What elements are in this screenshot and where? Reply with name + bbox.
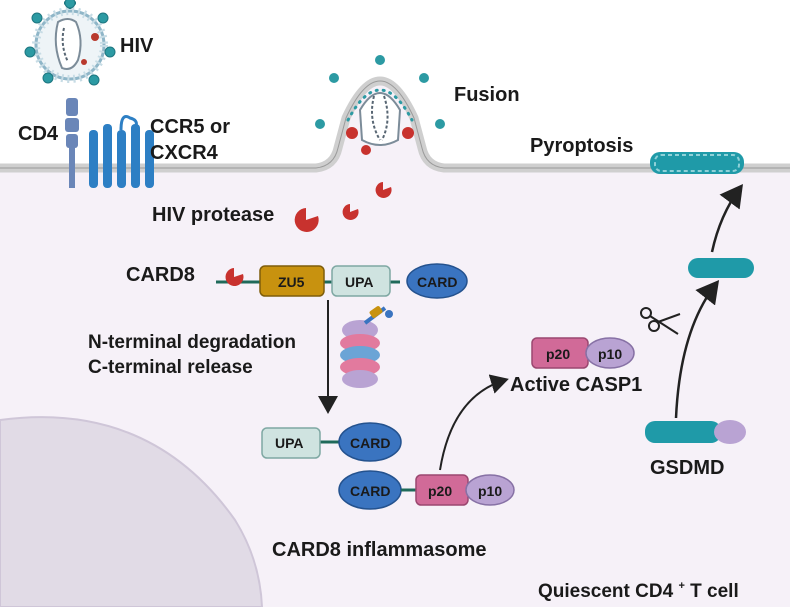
inflammasome-label: CARD8 inflammasome [272, 539, 487, 561]
upa-label: UPA [345, 274, 374, 290]
hiv-virion-icon [24, 0, 116, 86]
cd4-label: CD4 [18, 123, 59, 145]
cell-label-superscript: + [678, 580, 684, 592]
cd4-receptor-icon [65, 98, 79, 188]
pore-arrow [710, 183, 743, 253]
scissors-icon [640, 307, 681, 335]
active-casp1-label: Active CASP1 [510, 374, 642, 396]
cell-label: Quiescent CD4 + T cell [538, 573, 739, 602]
hiv-protease-label: HIV protease [152, 204, 274, 226]
fusion-virion-icon [315, 55, 445, 155]
zu5-label: ZU5 [278, 274, 305, 290]
cterm-label: C-terminal release [88, 357, 253, 378]
card-label-cterm: CARD [350, 435, 390, 451]
ccr5-label-line1: CCR5 or [150, 116, 230, 138]
p20-label-inflammasome: p20 [428, 483, 452, 499]
upa-label-cterm: UPA [275, 435, 304, 451]
upa-domain [331, 265, 391, 297]
card8-label: CARD8 [126, 264, 195, 286]
hiv-protease-icon [294, 182, 392, 232]
cell-label-suffix: T cell [690, 581, 739, 602]
card-label: CARD [417, 274, 457, 290]
proteasome-icon [340, 306, 393, 388]
card8-inflammasome-complex [261, 422, 515, 510]
hiv-label: HIV [120, 35, 154, 57]
p20-label-active: p20 [546, 346, 570, 362]
activation-arrow [439, 374, 509, 471]
card8-protein [216, 263, 468, 299]
gsdmd-pore-icon [650, 152, 744, 174]
cell-label-prefix: Quiescent CD4 [538, 581, 674, 602]
p10-domain-inflammasome [465, 474, 515, 506]
pyroptosis-label: Pyroptosis [530, 135, 633, 157]
ccr5-label-line2: CXCR4 [150, 142, 219, 164]
card-label-casp1: CARD [350, 483, 390, 499]
p10-label-active: p10 [598, 346, 622, 362]
ccr5-cxcr4-coreceptor-icon [89, 115, 154, 188]
gsdmd-label: GSDMD [650, 457, 724, 479]
active-casp1-icon [531, 337, 635, 369]
gsdmd-nterm-icon [688, 258, 754, 278]
card-domain-cterm [338, 422, 402, 462]
gsdmd-full-icon [645, 420, 746, 444]
fusion-label: Fusion [454, 84, 520, 106]
nterm-label: N-terminal degradation [88, 332, 296, 353]
nucleus [0, 416, 264, 607]
cleavage-arrow [674, 280, 720, 419]
p10-label-inflammasome: p10 [478, 483, 502, 499]
zu5-domain [259, 265, 325, 297]
upa-domain-cterm [261, 427, 321, 459]
plasma-membrane [0, 76, 790, 173]
card-domain [406, 263, 468, 299]
